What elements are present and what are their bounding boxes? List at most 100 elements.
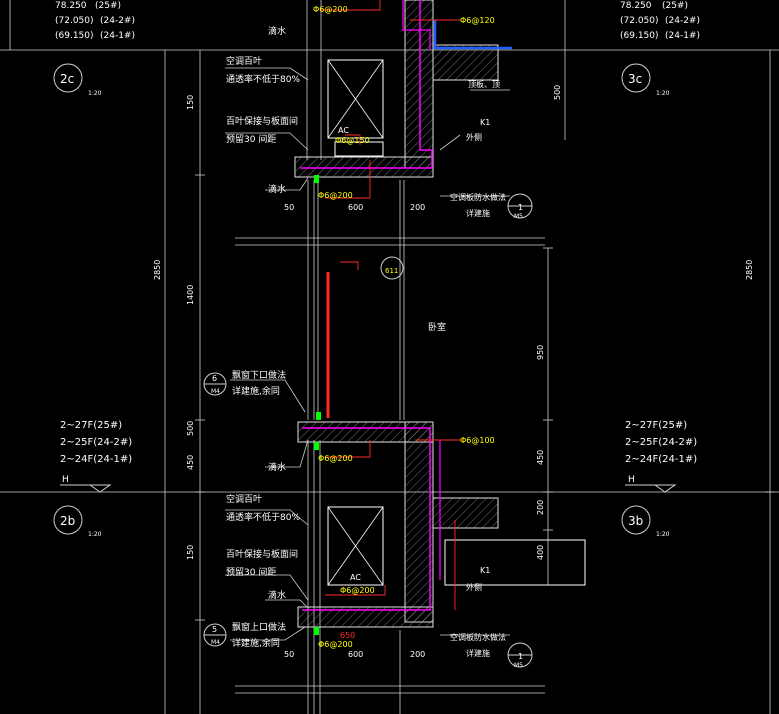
detail-6: 6 bbox=[212, 374, 217, 383]
dim-200-lower: 200 bbox=[410, 650, 425, 659]
note-top-label: 顶板、顶 bbox=[468, 79, 500, 89]
upper-ac-unit bbox=[294, 0, 512, 178]
note-k1-upper: K1 bbox=[480, 118, 490, 127]
detail-m4-1: M4 bbox=[211, 388, 220, 395]
detail-m5-lower: M5 bbox=[514, 662, 523, 669]
left-dimension-chain bbox=[164, 50, 205, 714]
rebar-label-3: Φ6@150 bbox=[335, 136, 370, 145]
note-louver-gap2-2: 预留30 间距 bbox=[226, 566, 276, 578]
ac-label-lower: AC bbox=[350, 573, 361, 582]
note-see-detail-2: 详建施,余同 bbox=[232, 637, 280, 649]
bubble-3c: 3c bbox=[628, 72, 642, 86]
note-waterproof2-2: 详建施 bbox=[466, 648, 490, 658]
dim-150-left-2: 150 bbox=[186, 545, 195, 560]
note-louver-2: 空调百叶 bbox=[226, 493, 262, 505]
detail-m4-2: M4 bbox=[211, 639, 220, 646]
dim-50-lower: 50 bbox=[284, 650, 294, 659]
dim-600-lower: 600 bbox=[348, 650, 363, 659]
elev-1-note: (25#) bbox=[95, 1, 121, 11]
bubble-2b: 2b bbox=[60, 514, 75, 528]
right-dimension-chain bbox=[9, 0, 775, 714]
note-louver-gap-2: 百叶保接与板面间 bbox=[226, 548, 298, 560]
scale-3c: 1:20 bbox=[656, 90, 670, 97]
dim-1400-left: 1400 bbox=[186, 285, 195, 305]
detail-1-upper: 1 bbox=[518, 203, 523, 212]
rebar-label-8: Φ6@200 bbox=[318, 640, 353, 649]
floor-l3: 2~24F(24-1#) bbox=[60, 454, 132, 465]
dim-200-right: 200 bbox=[536, 500, 545, 515]
note-louver-gap2-1: 预留30 间距 bbox=[226, 133, 276, 145]
note-drip-2: 滴水 bbox=[268, 183, 286, 195]
note-drip-3: 滴水 bbox=[268, 461, 286, 473]
note-louver-rate-2: 通透率不低于80% bbox=[226, 511, 300, 523]
leader-lines bbox=[320, 0, 462, 610]
dim-2850-left: 2850 bbox=[153, 260, 162, 280]
elev-r3: (69.150) bbox=[620, 31, 659, 41]
elev-2-note: (24-2#) bbox=[100, 16, 135, 26]
level-h-left: H bbox=[62, 475, 69, 485]
rebar-marks bbox=[314, 175, 321, 635]
dim-400-right: 400 bbox=[536, 545, 545, 560]
rebar-label-4: Φ6@200 bbox=[318, 191, 353, 200]
note-waterproof-2: 空调板防水做法 bbox=[450, 632, 506, 642]
note-see-detail-1: 详建施,余同 bbox=[232, 385, 280, 397]
elev-r1-note: (25#) bbox=[662, 1, 688, 11]
elev-r3-note: (24-1#) bbox=[665, 31, 700, 41]
note-waterproof2-1: 详建施 bbox=[466, 208, 490, 218]
elev-3: (69.150) bbox=[55, 31, 94, 41]
note-waterproof-1: 空调板防水做法 bbox=[450, 192, 506, 202]
floor-r3: 2~24F(24-1#) bbox=[625, 454, 697, 465]
dim-650: 650 bbox=[340, 631, 355, 640]
dim-500-right-top: 500 bbox=[553, 85, 562, 100]
floor-l1: 2~27F(25#) bbox=[60, 420, 122, 431]
floor-r1: 2~27F(25#) bbox=[625, 420, 687, 431]
note-drip-4: 滴水 bbox=[268, 589, 286, 601]
dim-200-upper: 200 bbox=[410, 203, 425, 212]
bubble-2c: 2c bbox=[60, 72, 74, 86]
dim-50-upper: 50 bbox=[284, 203, 294, 212]
level-markers bbox=[60, 484, 677, 493]
rebar-label-5: Φ6@100 bbox=[460, 436, 495, 445]
window-frame bbox=[307, 180, 405, 714]
note-louver-gap-1: 百叶保接与板面间 bbox=[226, 115, 298, 127]
detail-m5-upper: M5 bbox=[514, 213, 523, 220]
note-outer-upper: 外侧 bbox=[466, 132, 482, 142]
level-lines bbox=[0, 49, 779, 694]
rebar-label-2: Φ6@120 bbox=[460, 16, 495, 25]
note-sill-low: 飘窗下口做法 bbox=[232, 369, 286, 381]
dim-950-right: 950 bbox=[536, 345, 545, 360]
scale-3b: 1:20 bbox=[656, 531, 670, 538]
note-drip-1: 滴水 bbox=[268, 25, 286, 37]
floor-l2: 2~25F(24-2#) bbox=[60, 437, 132, 448]
dim-450-right: 450 bbox=[536, 450, 545, 465]
dim-2850-right: 2850 bbox=[745, 260, 754, 280]
scale-2c: 1:20 bbox=[88, 90, 102, 97]
dim-450-left: 450 bbox=[186, 455, 195, 470]
note-sill-up: 飘窗上口做法 bbox=[232, 621, 286, 633]
note-room: 卧室 bbox=[428, 321, 446, 333]
note-outer-lower: 外侧 bbox=[466, 582, 482, 592]
rebar-label-7: Φ6@200 bbox=[340, 586, 375, 595]
dim-150-left: 150 bbox=[186, 95, 195, 110]
detail-5: 5 bbox=[212, 625, 217, 634]
rebar-label-1: Φ6@200 bbox=[313, 5, 348, 14]
ac-label-upper: AC bbox=[338, 126, 349, 135]
floor-r2: 2~25F(24-2#) bbox=[625, 437, 697, 448]
note-louver-1: 空调百叶 bbox=[226, 55, 262, 67]
note-louver-rate-1: 通透率不低于80% bbox=[226, 73, 300, 85]
elev-r2: (72.050) bbox=[620, 16, 659, 26]
level-h-right: H bbox=[628, 475, 635, 485]
lower-ac-unit bbox=[297, 421, 586, 628]
rebar-label-6: Φ6@200 bbox=[318, 454, 353, 463]
note-k1-lower: K1 bbox=[480, 566, 490, 575]
grid-bubbles bbox=[53, 63, 651, 668]
bubble-3b: 3b bbox=[628, 514, 643, 528]
elev-2: (72.050) bbox=[55, 16, 94, 26]
detail-1-lower: 1 bbox=[518, 652, 523, 661]
elev-r1: 78.250 bbox=[620, 1, 652, 11]
elev-r2-note: (24-2#) bbox=[665, 16, 700, 26]
scale-2b: 1:20 bbox=[88, 531, 102, 538]
elev-3-note: (24-1#) bbox=[100, 31, 135, 41]
dim-500-left: 500 bbox=[186, 421, 195, 436]
